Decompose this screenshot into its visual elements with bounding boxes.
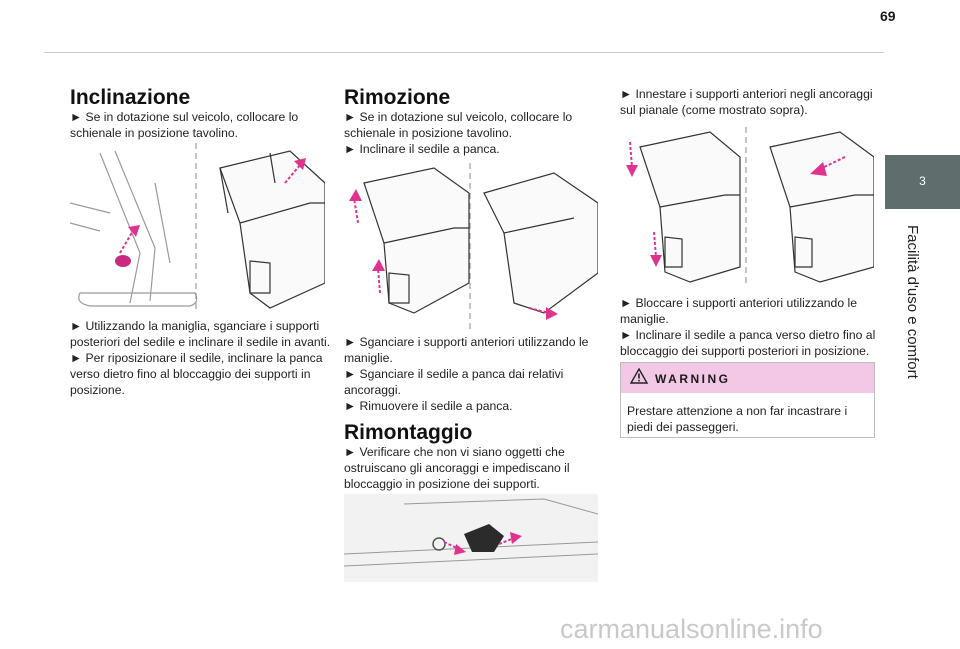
col3-steps: ► Bloccare i supporti anteriori utilizza… — [620, 296, 876, 358]
warning-triangle-icon — [630, 368, 648, 384]
chapter-tab[interactable] — [885, 155, 960, 209]
page-number: 69 — [880, 8, 896, 24]
heading-rimontaggio: Rimontaggio — [344, 421, 473, 444]
warning-header — [621, 363, 874, 393]
watermark: carmanualsonline.info — [560, 614, 823, 644]
col3-intro: ► Innestare i supporti anteriori negli a… — [620, 87, 873, 117]
warning-title: WARNING — [655, 372, 731, 386]
col1-steps: ► Utilizzando la maniglia, sganciare i s… — [70, 319, 331, 397]
figure-tilt-seat — [70, 143, 325, 311]
figure-anchor-detail — [344, 494, 598, 582]
heading-inclinazione: Inclinazione — [70, 86, 191, 109]
figure-refit-seat — [626, 127, 874, 287]
header-divider — [44, 52, 884, 53]
figure-remove-seat — [349, 163, 598, 330]
col2-steps: ► Sganciare i supporti anteriori utilizz… — [344, 335, 589, 413]
heading-rimozione: Rimozione — [344, 86, 451, 109]
warning-text: Prestare attenzione a non far incastrare… — [627, 404, 848, 434]
chapter-number: 3 — [919, 174, 926, 188]
col1-intro: ► Se in dotazione sul veicolo, collocare… — [70, 110, 299, 140]
col2-refit: ► Verificare che non vi siano oggetti ch… — [344, 445, 570, 491]
col2-intro: ► Se in dotazione sul veicolo, collocare… — [344, 110, 573, 156]
